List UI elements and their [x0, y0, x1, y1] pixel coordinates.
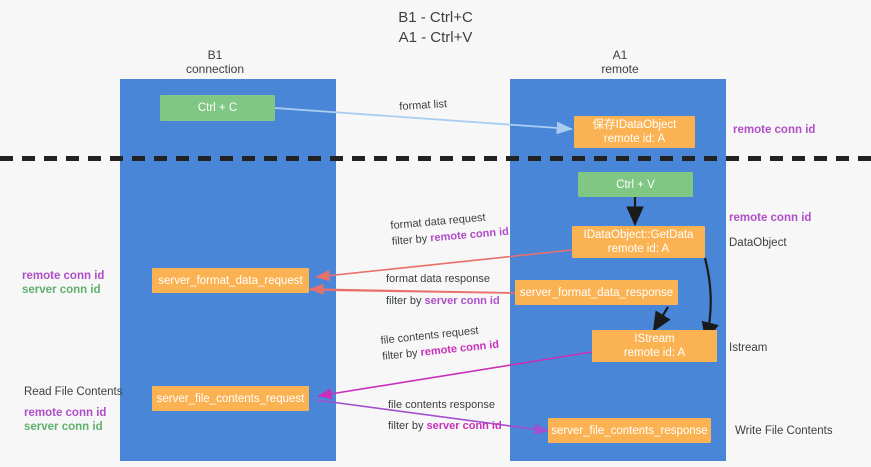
annotation-write-file-contents: Write File Contents — [735, 425, 833, 437]
box-idataobject-getdata[interactable]: IDataObject::GetData remote id: A — [572, 226, 705, 258]
edge-label-file-contents-response-line1: file contents response — [388, 399, 496, 411]
edge-label-format-data-response-line2: filter by server conn id — [386, 295, 500, 308]
filter-key-server-conn-id: server conn id — [426, 420, 502, 432]
filter-key-remote-conn-id: remote conn id — [429, 225, 510, 245]
column-header-b1: B1 connection — [185, 48, 245, 76]
edge-label-format-data-response: format data response filter by server co… — [386, 273, 500, 308]
filter-by-text: filter by — [381, 346, 422, 363]
box-server-file-contents-response[interactable]: server_file_contents_response — [548, 418, 711, 443]
box-server-file-contents-request[interactable]: server_file_contents_request — [152, 386, 309, 411]
filter-by-text: filter by — [388, 420, 427, 432]
annotation-left-remote-conn-id-mid: remote conn id — [22, 270, 105, 282]
annotation-istream: Istream — [729, 342, 768, 354]
annotation-dataobject: DataObject — [729, 237, 787, 249]
box-server-format-data-request[interactable]: server_format_data_request — [152, 268, 309, 293]
annotation-left-server-conn-id-bottom: server conn id — [24, 421, 103, 433]
box-ctrl-c[interactable]: Ctrl + C — [160, 95, 275, 121]
box-ctrl-v[interactable]: Ctrl + V — [578, 172, 693, 197]
annotation-left-remote-conn-id-bottom: remote conn id — [24, 407, 107, 419]
filter-by-text: filter by — [391, 232, 431, 248]
box-save-idataobject[interactable]: 保存IDataObject remote id: A — [574, 116, 695, 148]
filter-key-server-conn-id: server conn id — [424, 295, 500, 307]
edge-label-format-data-response-line1: format data response — [386, 273, 490, 285]
annotation-left-server-conn-id-mid: server conn id — [22, 284, 101, 296]
column-header-a1: A1 remote — [601, 48, 639, 76]
diagram-title: B1 - Ctrl+C A1 - Ctrl+V — [398, 9, 473, 46]
edge-label-file-contents-request: file contents request filter by remote c… — [380, 323, 500, 364]
filter-by-text: filter by — [386, 295, 425, 307]
annotation-remote-conn-id-top: remote conn id — [733, 124, 816, 136]
box-server-format-data-response[interactable]: server_format_data_response — [515, 280, 678, 305]
edge-label-format-list-line1: format list — [399, 98, 448, 113]
annotation-read-file-contents: Read File Contents — [24, 386, 123, 398]
edge-label-format-data-request: format data request filter by remote con… — [390, 210, 509, 249]
edge-label-file-contents-response: file contents response filter by server … — [388, 399, 502, 433]
annotation-remote-conn-id-mid: remote conn id — [729, 212, 812, 224]
box-istream[interactable]: IStream remote id: A — [592, 330, 717, 362]
edge-label-file-contents-response-line2: filter by server conn id — [388, 420, 502, 433]
phase-separator — [0, 156, 871, 161]
edge-label-format-list: format list — [399, 98, 447, 114]
